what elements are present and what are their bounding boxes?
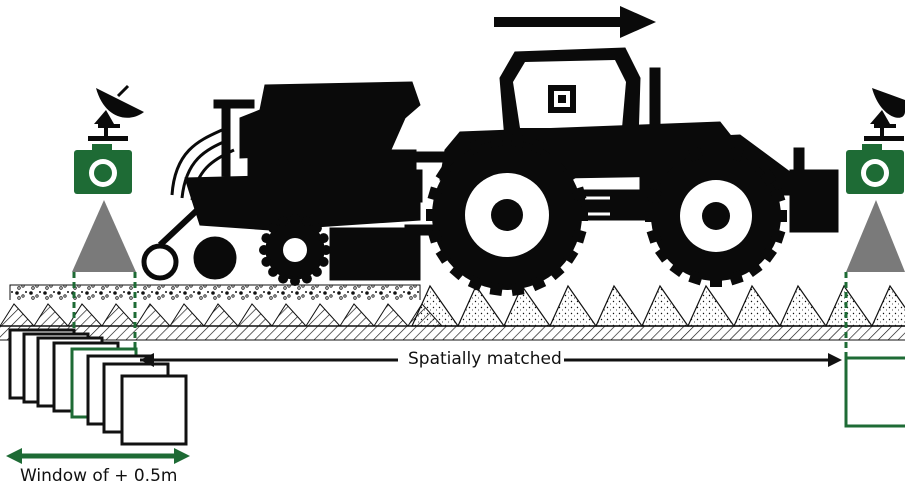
matched-frame xyxy=(846,358,905,426)
direction-arrow-icon xyxy=(494,6,656,38)
spatially-matched-label: Spatially matched xyxy=(406,349,564,369)
chip-icon xyxy=(548,85,576,113)
satellite-dish-icon xyxy=(88,86,144,141)
window-arrow xyxy=(6,448,190,464)
camera-view-cone xyxy=(72,200,136,272)
camera-view-cone xyxy=(846,200,905,272)
right-sensor xyxy=(846,88,905,426)
camera-icon xyxy=(846,144,904,194)
seed-drill xyxy=(144,82,455,280)
camera-icon xyxy=(74,144,132,194)
image-frame-stack xyxy=(10,330,186,444)
tractor-rear-wheel xyxy=(426,134,588,296)
window-label: Window of + 0.5m xyxy=(20,466,177,486)
image-frame xyxy=(122,376,186,444)
satellite-dish-icon xyxy=(864,88,905,141)
